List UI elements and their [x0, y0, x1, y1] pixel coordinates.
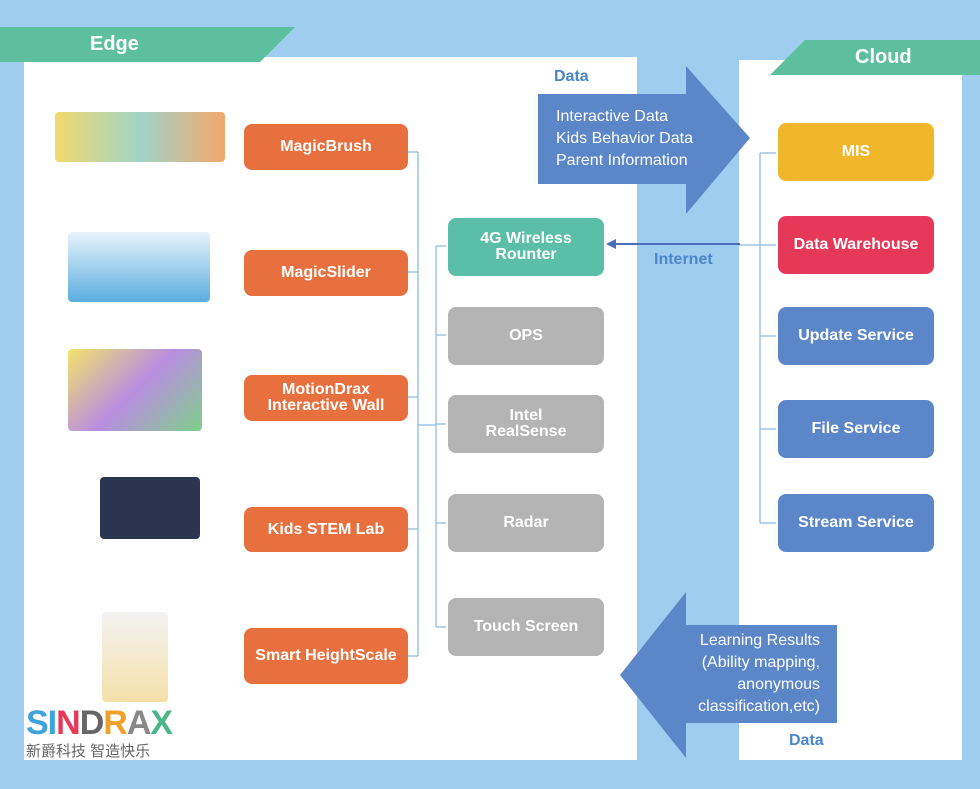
device-magicbrush[interactable]: MagicBrush [244, 124, 408, 170]
device-smart-heightscale[interactable]: Smart HeightScale [244, 628, 408, 684]
upload-line: Parent Information [556, 152, 688, 169]
logo-tagline: 新爵科技 智造快乐 [26, 743, 151, 760]
service-label: MIS [841, 143, 871, 160]
upload-line: Kids Behavior Data [556, 130, 693, 147]
device-label: Kids STEM Lab [267, 520, 385, 538]
sindrax-logo: SINDRAX 新爵科技 智造快乐 [26, 704, 173, 761]
device-label: Smart HeightScale [255, 647, 397, 664]
download-line: anonymous [737, 676, 820, 693]
heightscale-image [102, 612, 168, 702]
cloud-title: Cloud [855, 46, 912, 68]
node-touch-screen[interactable]: Touch Screen [448, 598, 604, 656]
node-4g-router[interactable]: 4G Wireless Rounter [448, 218, 604, 276]
node-label: OPS [509, 327, 543, 344]
service-stream[interactable]: Stream Service [778, 494, 934, 552]
stem-lab-image [100, 477, 200, 539]
edge-title: Edge [90, 33, 139, 55]
node-label: Intel RealSense [485, 407, 567, 440]
logo-wordmark: SINDRAX [26, 704, 173, 742]
node-ops[interactable]: OPS [448, 307, 604, 365]
device-label: MotionDrax Interactive Wall [267, 381, 385, 414]
node-label: 4G Wireless Rounter [480, 230, 572, 263]
node-label: Radar [503, 514, 549, 531]
download-arrow [620, 592, 837, 758]
internet-label: Internet [654, 251, 713, 268]
node-label: Touch Screen [473, 618, 579, 635]
magicbrush-image [55, 112, 225, 162]
upload-data-label: Data [554, 68, 589, 85]
download-line: (Ability mapping, [701, 654, 820, 671]
device-magicslider[interactable]: MagicSlider [244, 250, 408, 296]
download-line: classification,etc) [698, 698, 820, 715]
download-data-label: Data [789, 732, 824, 749]
magicslider-image [68, 232, 210, 302]
node-radar[interactable]: Radar [448, 494, 604, 552]
upload-arrow [538, 66, 750, 214]
upload-data-list: Interactive Data Kids Behavior Data Pare… [556, 106, 693, 172]
download-data-list: Learning Results (Ability mapping, anony… [660, 630, 820, 718]
service-label: Stream Service [798, 514, 914, 531]
service-label: Update Service [798, 327, 914, 344]
service-label: File Service [811, 420, 901, 437]
service-data-warehouse[interactable]: Data Warehouse [778, 216, 934, 274]
device-label: MagicBrush [280, 138, 372, 155]
upload-line: Interactive Data [556, 108, 669, 125]
edge-banner [0, 27, 295, 62]
node-intel-realsense[interactable]: Intel RealSense [448, 395, 604, 453]
service-label: Data Warehouse [793, 236, 919, 253]
cloud-banner [770, 40, 980, 75]
service-update[interactable]: Update Service [778, 307, 934, 365]
device-motiondrax[interactable]: MotionDrax Interactive Wall [244, 375, 408, 421]
service-mis[interactable]: MIS [778, 123, 934, 181]
download-line: Learning Results [699, 632, 820, 649]
device-label: MagicSlider [281, 264, 371, 281]
service-file[interactable]: File Service [778, 400, 934, 458]
device-kids-stem-lab[interactable]: Kids STEM Lab [244, 507, 408, 552]
motiondrax-image [68, 349, 202, 431]
